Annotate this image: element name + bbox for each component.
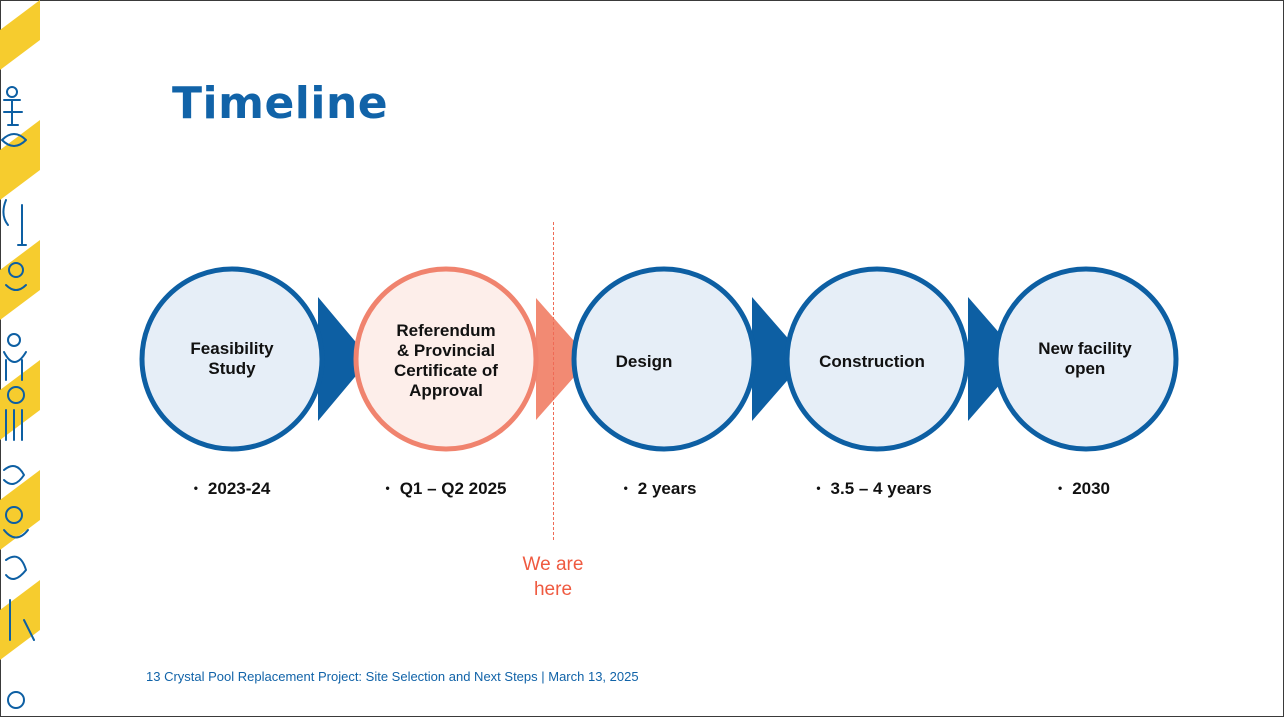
current-position-line [553, 222, 554, 540]
stage-label-feasibility: Feasibility Study [157, 339, 307, 379]
slide-footer: 13 Crystal Pool Replacement Project: Sit… [146, 669, 639, 684]
stage-label-line: Design [615, 352, 673, 371]
stage-circle-construction [784, 266, 970, 452]
period-text: 2023-24 [207, 479, 271, 498]
stage-label-line: & Provincial [396, 341, 496, 360]
stage-label-line: Approval [409, 381, 483, 400]
marker-line-2: here [533, 579, 573, 600]
stage-label-design: Design [569, 352, 719, 372]
stage-circle-design [571, 266, 757, 452]
decorative-side-strip [0, 0, 40, 719]
connector-arrow-1 [318, 297, 370, 421]
period-construction: • 3.5 – 4 years [816, 479, 931, 499]
people-illustration-strip [0, 0, 40, 709]
stage-label-referendum: Referendum & Provincial Certificate of A… [371, 321, 521, 401]
period-referendum: • Q1 – Q2 2025 [385, 479, 506, 499]
period-text: 2030 [1072, 479, 1111, 498]
period-text: 2 years [637, 479, 697, 498]
period-feasibility: • 2023-24 [194, 479, 271, 499]
current-position-label: We are here [508, 552, 598, 602]
bullet-dot: • [193, 481, 198, 495]
stage-label-line: Referendum [396, 321, 496, 340]
period-new-facility: • 2030 [1058, 479, 1110, 499]
stage-label-construction: Construction [797, 352, 947, 372]
connector-arrow-3 [752, 297, 806, 421]
period-text: 3.5 – 4 years [830, 479, 932, 498]
stage-label-line: New facility [1038, 339, 1132, 358]
bullet-dot: • [1057, 481, 1063, 495]
stage-label-line: Study [208, 359, 256, 378]
stage-circle-referendum [353, 266, 539, 452]
stage-label-line: open [1064, 359, 1106, 378]
stage-circle-feasibility [139, 266, 325, 452]
bullet-dot: • [816, 481, 821, 495]
stage-circle-new-facility [993, 266, 1179, 452]
stage-label-line: Feasibility [190, 339, 274, 358]
bullet-dot: • [385, 481, 390, 495]
slide-title: Timeline [172, 78, 389, 129]
stage-label-line: Certificate of [394, 361, 498, 380]
period-design: • 2 years [624, 479, 697, 499]
stage-label-new-facility: New facility open [1010, 339, 1160, 379]
bullet-dot: • [623, 481, 628, 495]
marker-line-1: We are [522, 554, 584, 575]
period-text: Q1 – Q2 2025 [399, 479, 507, 498]
connector-arrow-2 [536, 298, 590, 420]
stage-label-line: Construction [819, 352, 925, 371]
